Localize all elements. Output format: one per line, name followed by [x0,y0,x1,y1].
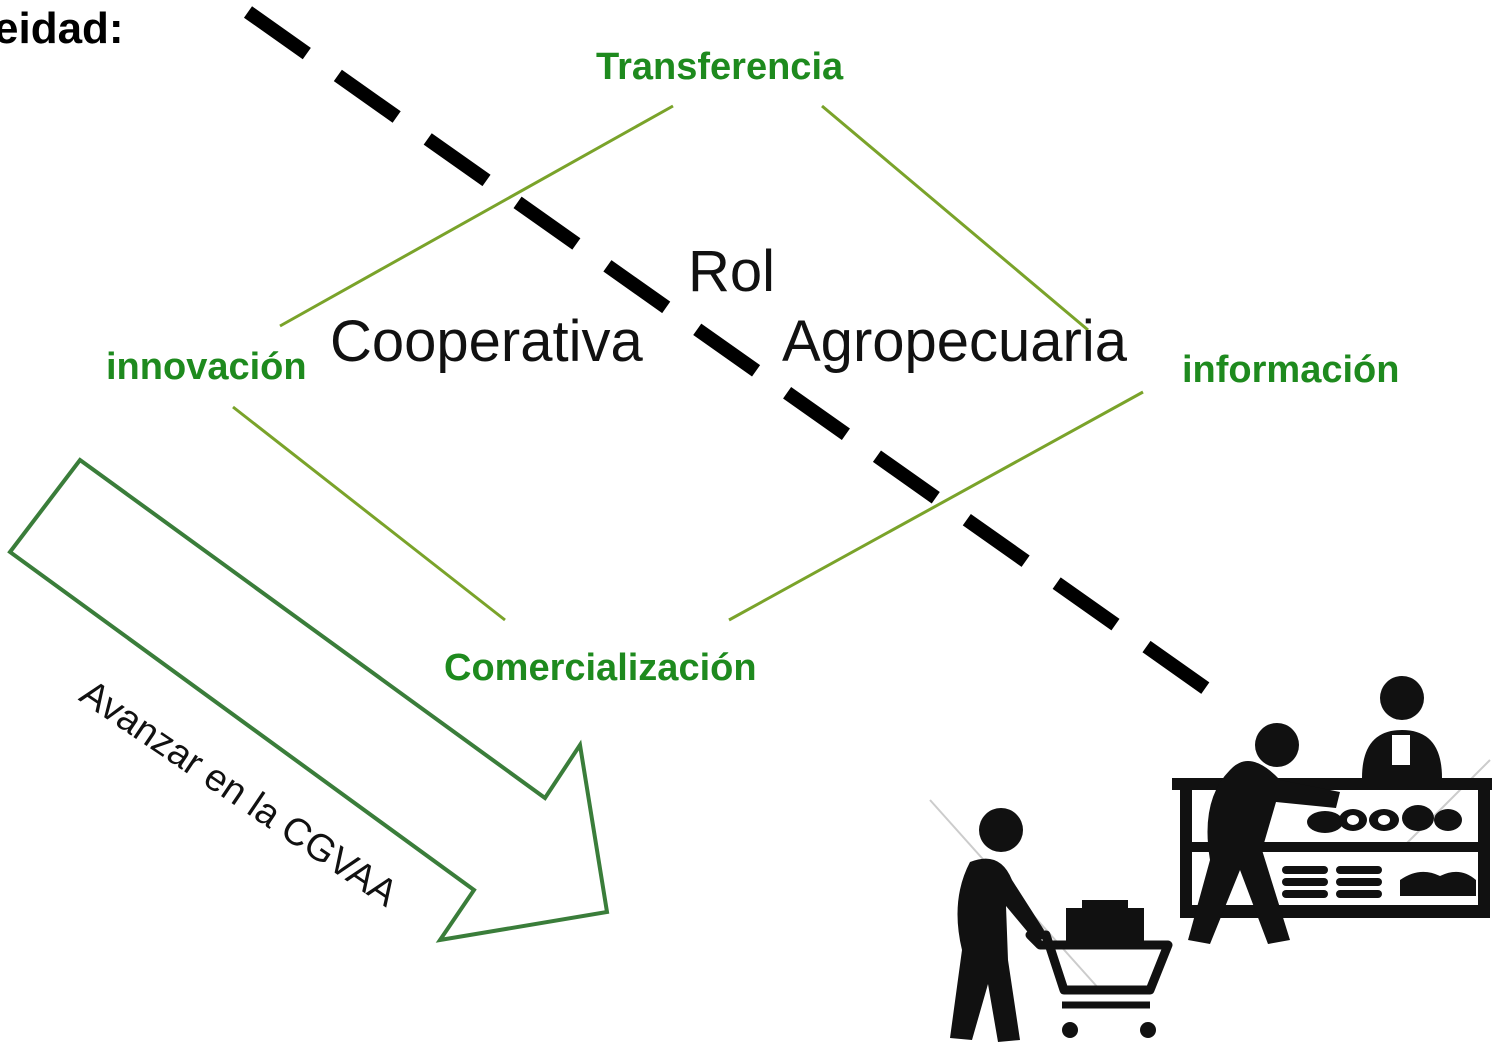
connector-lines [232,104,1144,622]
center-label-agropecuaria: Agropecuaria [782,309,1127,374]
connector-top-left [279,104,674,328]
center-label-cooperativa: Cooperativa [330,309,643,374]
node-informacion: información [1182,349,1400,391]
connector-top-right [821,104,1089,332]
advance-arrow [7,457,610,943]
node-comercializacion: Comercialización [444,647,757,689]
connector-left-bottom [232,405,506,622]
connector-right-bottom [728,390,1144,622]
center-label-rol: Rol [688,239,776,304]
node-transferencia: Transferencia [596,46,844,88]
page-heading: eidad: [0,4,124,53]
market-shopping-icon [929,676,1492,1042]
node-innovacion: innovación [106,346,307,388]
dashed-diagonal-line [243,6,1213,696]
